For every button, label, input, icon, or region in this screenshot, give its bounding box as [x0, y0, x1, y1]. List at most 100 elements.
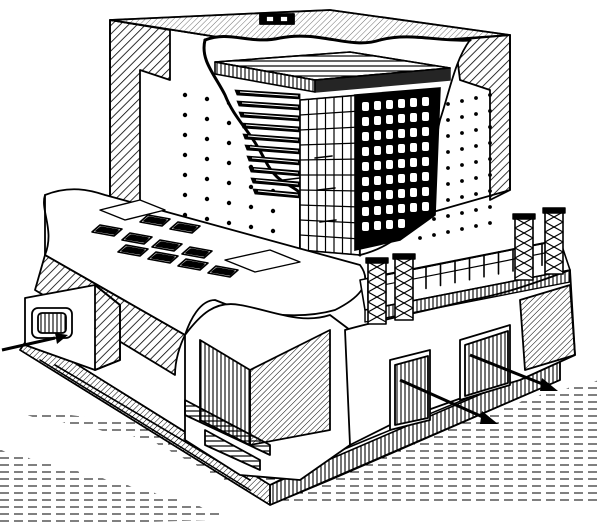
- channel-hole: [204, 116, 210, 122]
- channel-hole: [248, 184, 254, 190]
- graphite-core-grid: [299, 87, 441, 256]
- fuel-channel-cell: [386, 220, 393, 229]
- channel-hole: [460, 227, 464, 231]
- channel-hole: [182, 172, 188, 178]
- channel-hole: [488, 173, 492, 177]
- fuel-channel-cell: [374, 176, 381, 185]
- fuel-channel-cell: [386, 205, 393, 214]
- rod-pins: [282, 155, 337, 223]
- fuel-channel-cell: [386, 130, 393, 139]
- channel-hole: [474, 224, 478, 228]
- channel-hole: [182, 112, 188, 118]
- channel-hole: [460, 115, 464, 119]
- deck-opening-shadow: [151, 253, 175, 262]
- channel-hole: [226, 180, 232, 186]
- channel-hole: [474, 112, 478, 116]
- channel-hole: [474, 96, 478, 100]
- inlet-arrow: [1, 333, 68, 352]
- channel-hole: [226, 140, 232, 146]
- channel-hole: [204, 156, 210, 162]
- fuel-channel-cell: [374, 206, 381, 215]
- deck-opening-shadow: [181, 260, 205, 269]
- fuel-channel-cell: [362, 192, 369, 201]
- channel-hole: [460, 147, 464, 151]
- channel-hole: [204, 96, 210, 102]
- fuel-channel-cell: [410, 143, 417, 152]
- channel-hole: [418, 236, 422, 240]
- fuel-channel-cell: [362, 117, 369, 126]
- channel-hole: [460, 131, 464, 135]
- channel-hole: [460, 179, 464, 183]
- fuel-channel-cell: [422, 187, 429, 196]
- channel-hole: [182, 192, 188, 198]
- channel-hole: [488, 93, 492, 97]
- control-rod-stack: [234, 89, 301, 199]
- fuel-channel-cell: [422, 142, 429, 151]
- channel-hole: [446, 118, 450, 122]
- channel-hole: [446, 182, 450, 186]
- fuel-channel-cell: [398, 174, 405, 183]
- deck-opening-shadow: [125, 234, 149, 243]
- fuel-channel-cell: [362, 162, 369, 171]
- channel-hole: [488, 221, 492, 225]
- fuel-channel-cell: [386, 175, 393, 184]
- channel-hole: [474, 144, 478, 148]
- fuel-channel-cell: [422, 97, 429, 106]
- fuel-channel-cell: [398, 189, 405, 198]
- fuel-channel-cell: [386, 115, 393, 124]
- channel-hole: [488, 141, 492, 145]
- channel-hole: [446, 150, 450, 154]
- channel-hole: [446, 198, 450, 202]
- fuel-channel-cell: [362, 102, 369, 111]
- channel-hole: [474, 192, 478, 196]
- fuel-channel-cell: [422, 202, 429, 211]
- channel-hole: [182, 132, 188, 138]
- channel-hole: [226, 200, 232, 206]
- fuel-channel-cell: [398, 99, 405, 108]
- fuel-channel-cell: [410, 113, 417, 122]
- channel-hole: [182, 92, 188, 98]
- channel-hole: [226, 120, 232, 126]
- fuel-channel-cell: [374, 221, 381, 230]
- deck-opening-shadow: [121, 246, 145, 255]
- channel-hole: [488, 157, 492, 161]
- fuel-channel-cell: [398, 129, 405, 138]
- fuel-channel-cell: [398, 159, 405, 168]
- fuel-channel-cell: [362, 207, 369, 216]
- channel-hole: [226, 220, 232, 226]
- fuel-channel-cell: [422, 157, 429, 166]
- channel-hole: [460, 195, 464, 199]
- foundation-slab: [19, 334, 561, 506]
- fuel-channel-cell: [386, 190, 393, 199]
- channel-hole: [488, 109, 492, 113]
- fuel-channel-cell: [374, 101, 381, 110]
- fuel-channel-cell: [374, 146, 381, 155]
- channel-hole: [446, 166, 450, 170]
- fuel-channel-cell: [422, 172, 429, 181]
- fuel-channel-cell: [386, 160, 393, 169]
- control-rod: [238, 111, 301, 122]
- channel-hole: [474, 208, 478, 212]
- fuel-channel-cell: [410, 188, 417, 197]
- channel-hole: [432, 217, 436, 221]
- channel-hole: [446, 134, 450, 138]
- fuel-channel-cell: [374, 116, 381, 125]
- ground-surface: [0, 380, 600, 524]
- deck-opening-shadow: [155, 241, 179, 250]
- channel-hole: [248, 204, 254, 210]
- right-substructure: [344, 269, 576, 446]
- fuel-channel-cell: [386, 100, 393, 109]
- channel-hole: [488, 189, 492, 193]
- deck-opening-shadow: [211, 267, 235, 276]
- fuel-channel-cell: [410, 128, 417, 137]
- channel-hole: [474, 160, 478, 164]
- scaffold-towers: [365, 207, 566, 325]
- channel-hole: [204, 176, 210, 182]
- fuel-channel-cell: [398, 114, 405, 123]
- fuel-channel-cell: [422, 112, 429, 121]
- fuel-channel-cell: [410, 203, 417, 212]
- channel-hole: [460, 99, 464, 103]
- channel-hole: [460, 163, 464, 167]
